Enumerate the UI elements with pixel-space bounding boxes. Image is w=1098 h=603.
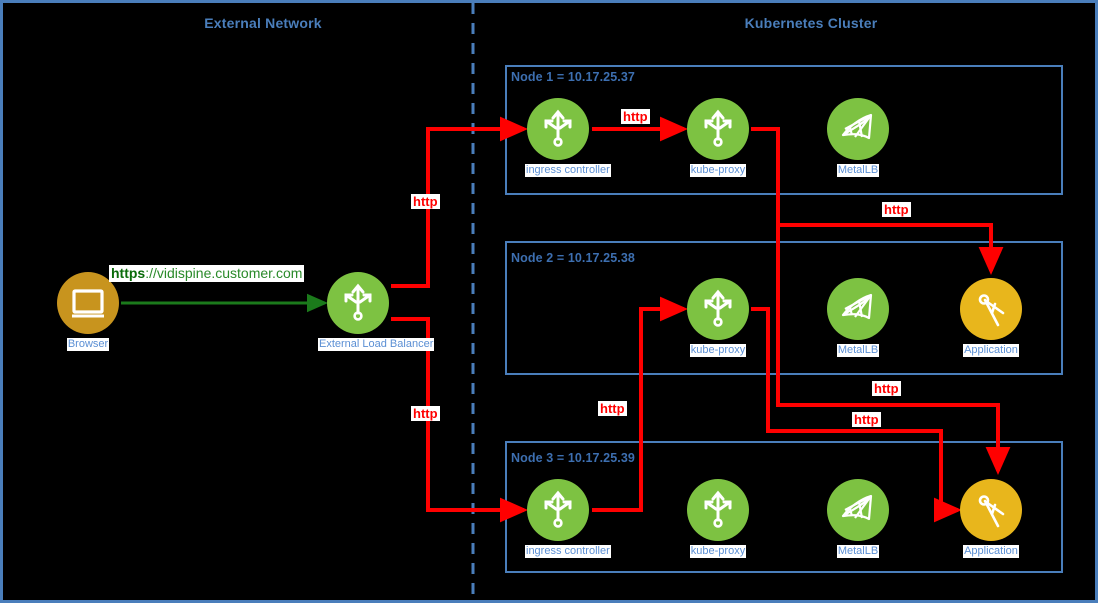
load-balancer-circle bbox=[327, 272, 389, 334]
load-balancer-caption: External Load Balancer bbox=[318, 338, 435, 351]
http-label-lb-lower: http bbox=[411, 406, 440, 421]
node2-item-metallb[interactable]: MetalLB bbox=[825, 278, 891, 358]
node-label-2: Node 2 = 10.17.25.38 bbox=[511, 251, 635, 265]
node-label-3: Node 3 = 10.17.25.39 bbox=[511, 451, 635, 465]
http-label-lb-upper: http bbox=[411, 194, 440, 209]
compass-icon bbox=[978, 495, 1005, 528]
trident-icon bbox=[544, 109, 572, 147]
ingress-controller-circle bbox=[527, 98, 589, 160]
mesh-icon bbox=[841, 113, 873, 140]
trident-icon bbox=[704, 490, 732, 528]
node3-item-ingress-controller[interactable]: ingress controller bbox=[525, 479, 611, 559]
http-label-node1-internal: http bbox=[621, 109, 650, 124]
ingress-controller-circle bbox=[527, 479, 589, 541]
kube-proxy-circle bbox=[687, 278, 749, 340]
node1-metallb-caption: MetalLB bbox=[836, 164, 880, 177]
metallb-circle bbox=[827, 98, 889, 160]
application-circle bbox=[960, 479, 1022, 541]
trident-icon bbox=[704, 289, 732, 327]
trident-icon bbox=[544, 490, 572, 528]
node3-metallb-caption: MetalLB bbox=[836, 545, 880, 558]
external-item-browser[interactable]: Browser bbox=[48, 272, 128, 352]
node3-item-metallb[interactable]: MetalLB bbox=[825, 479, 891, 559]
https-url-label: https://vidispine.customer.com bbox=[109, 265, 305, 282]
metallb-circle bbox=[827, 479, 889, 541]
trident-icon bbox=[704, 109, 732, 147]
http-label-cross-upper: http bbox=[872, 381, 901, 396]
trident-icon bbox=[344, 283, 372, 321]
http-label-cross-lower: http bbox=[852, 412, 881, 427]
node2-application-caption: Application bbox=[963, 344, 1019, 357]
node1-ingress-caption: ingress controller bbox=[525, 164, 611, 177]
compass-icon bbox=[978, 294, 1005, 327]
node1-item-kube-proxy[interactable]: kube-proxy bbox=[685, 98, 751, 178]
node3-ingress-caption: ingress controller bbox=[525, 545, 611, 558]
node2-item-kube-proxy[interactable]: kube-proxy bbox=[685, 278, 751, 358]
kube-proxy-circle bbox=[687, 479, 749, 541]
kube-proxy-circle bbox=[687, 98, 749, 160]
node1-item-ingress-controller[interactable]: ingress controller bbox=[525, 98, 611, 178]
node2-metallb-caption: MetalLB bbox=[836, 344, 880, 357]
external-item-load-balancer[interactable]: External Load Balancer bbox=[318, 272, 435, 352]
metallb-circle bbox=[827, 278, 889, 340]
node2-item-application[interactable]: Application bbox=[958, 278, 1024, 358]
application-circle bbox=[960, 278, 1022, 340]
http-label-node1-to-node2-app: http bbox=[882, 202, 911, 217]
browser-circle bbox=[57, 272, 119, 334]
browser-caption: Browser bbox=[66, 338, 110, 351]
http-label-node3-to-node2-proxy: http bbox=[598, 401, 627, 416]
kubernetes-cluster-title: Kubernetes Cluster bbox=[744, 15, 878, 31]
node1-item-metallb[interactable]: MetalLB bbox=[825, 98, 891, 178]
mesh-icon bbox=[841, 494, 873, 521]
url-scheme: https bbox=[111, 265, 146, 281]
node3-item-kube-proxy[interactable]: kube-proxy bbox=[685, 479, 751, 559]
mesh-icon bbox=[841, 293, 873, 320]
external-network-title: External Network bbox=[204, 15, 322, 31]
node-label-1: Node 1 = 10.17.25.37 bbox=[511, 70, 635, 84]
url-rest: ://vidispine.customer.com bbox=[145, 265, 303, 281]
monitor-icon bbox=[72, 289, 104, 318]
node1-kubeproxy-caption: kube-proxy bbox=[689, 164, 747, 177]
node2-kubeproxy-caption: kube-proxy bbox=[689, 344, 747, 357]
node3-kubeproxy-caption: kube-proxy bbox=[689, 545, 747, 558]
node3-application-caption: Application bbox=[963, 545, 1019, 558]
node3-item-application[interactable]: Application bbox=[958, 479, 1024, 559]
